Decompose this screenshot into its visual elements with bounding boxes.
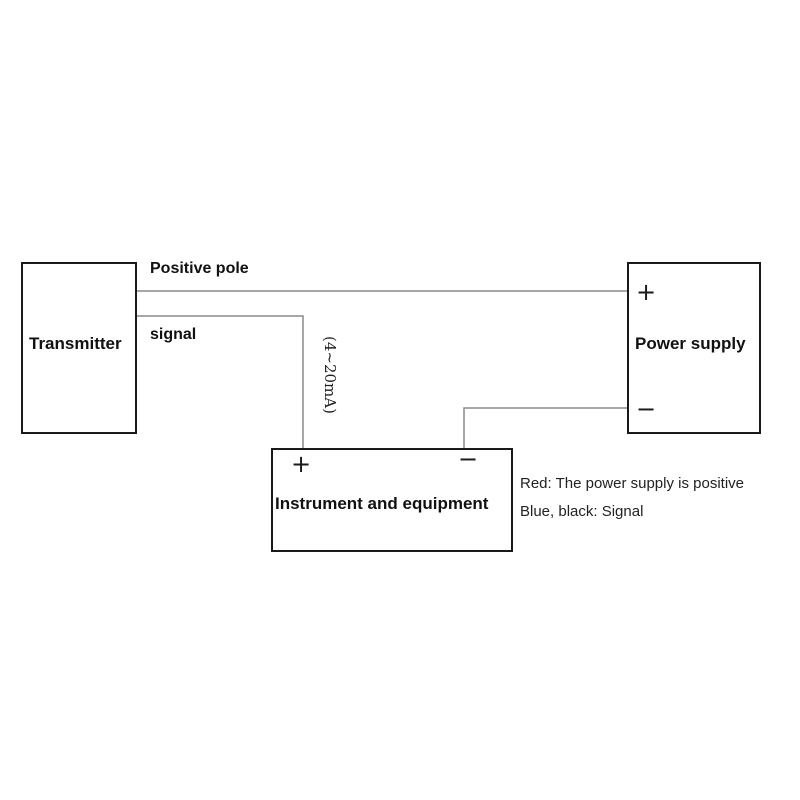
transmitter-label: Transmitter [29, 334, 122, 353]
legend-blue-black: Blue, black: Signal [520, 503, 644, 520]
instrument-label: Instrument and equipment [275, 494, 489, 513]
return-wire [463, 407, 628, 448]
signal-wire [137, 315, 304, 448]
signal-label: signal [150, 326, 197, 343]
legend-red: Red: The power supply is positive [520, 475, 745, 492]
power-supply-box [627, 262, 761, 434]
power-supply-label: Power supply [635, 334, 746, 353]
current-range-label: (4~20mA) [321, 336, 339, 414]
instrument-plus-terminal: + [291, 450, 312, 478]
instrument-box [271, 448, 513, 552]
instrument-minus-terminal: − [458, 445, 479, 473]
positive-pole-label: Positive pole [150, 260, 249, 277]
power-minus-terminal: − [636, 395, 657, 423]
power-plus-terminal: + [636, 278, 657, 306]
transmitter-box [21, 262, 137, 434]
